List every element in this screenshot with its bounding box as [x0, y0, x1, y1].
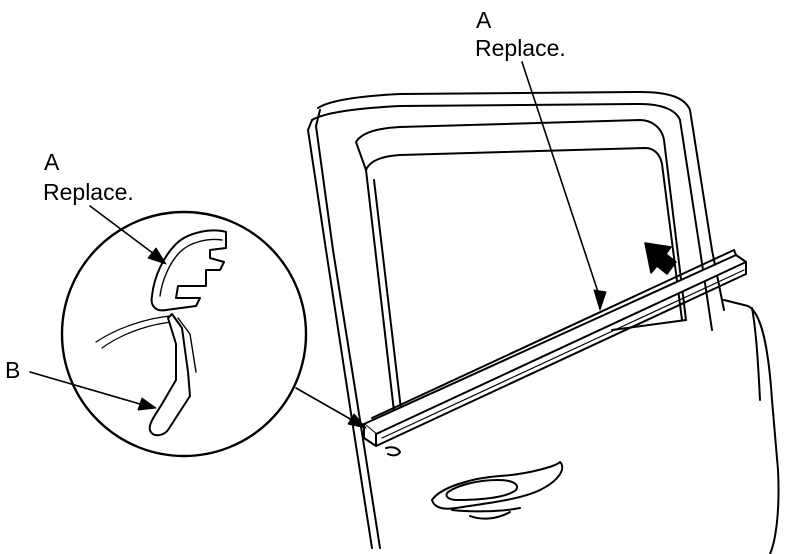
leader-line-a-main	[521, 61, 607, 311]
detail-magnifier	[60, 210, 308, 458]
removal-direction-arrow	[644, 242, 677, 275]
callout-a-main-note: Replace.	[475, 35, 566, 61]
callout-a-main-letter: A	[476, 7, 492, 33]
leader-line-a-detail	[89, 205, 167, 265]
callout-a-detail-letter: A	[44, 149, 60, 175]
callout-a-detail-note: Replace.	[43, 179, 134, 205]
leader-line-b	[29, 371, 157, 411]
callout-b-letter: B	[5, 357, 21, 383]
outer-weatherstrip	[363, 249, 747, 457]
door-handle	[431, 461, 564, 520]
detail-connector-arrow	[295, 387, 367, 429]
door-panel	[307, 91, 780, 554]
